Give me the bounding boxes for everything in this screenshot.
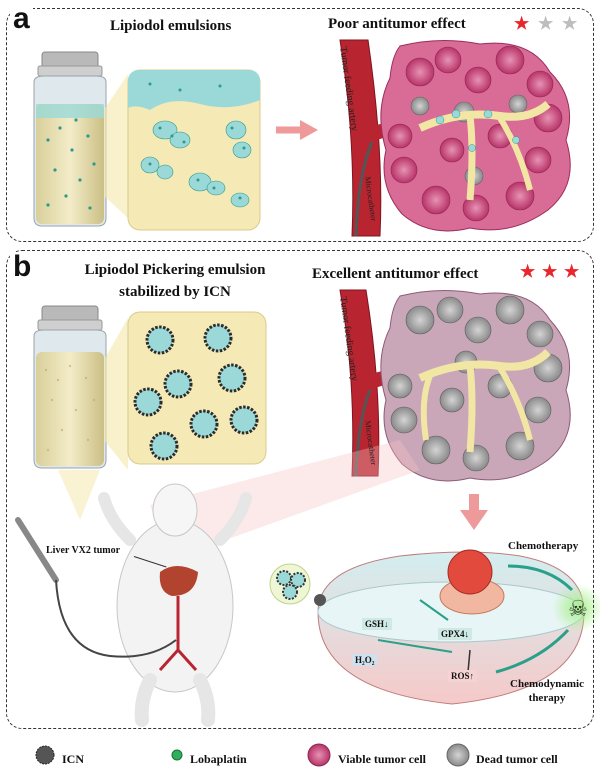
tumor-a [381, 40, 570, 230]
legend-icn: ICN [62, 752, 84, 767]
liver-tumor-label: Liver VX2 tumor [46, 545, 120, 556]
arrow-a-head [300, 120, 318, 140]
panel-b [6, 250, 594, 729]
panel-b-left-title-line1: Lipiodol Pickering emulsion [60, 262, 290, 279]
legend-dead: Dead tumor cell [476, 752, 558, 767]
chemotherapy-label: Chemotherapy [508, 540, 578, 552]
ros-label: ROS↑ [448, 670, 477, 682]
panel-b-right-title: Excellent antitumor effect [312, 266, 478, 283]
panel-b-left-title-line2: stabilized by ICN [60, 284, 290, 301]
chemodynamic-label-line1: Chemodynamic [510, 678, 584, 690]
legend: ICN Lobaplatin Viable tumor cell Dead tu… [0, 740, 600, 776]
emulsion-zoom-box [128, 70, 260, 230]
legend-lobaplatin: Lobaplatin [190, 752, 247, 767]
star-icon-red: ★ [520, 262, 535, 282]
chemodynamic-label-line2: therapy [510, 692, 584, 704]
star-icon-red: ★ [564, 262, 579, 282]
zoom-beam [104, 74, 128, 218]
legend-viable: Viable tumor cell [338, 752, 426, 767]
panel-b-label: b [10, 252, 34, 282]
h2o2-label: H₂O₂ [352, 654, 377, 666]
gsh-label: GSH↓ [362, 618, 392, 630]
star-icon-red: ★ [542, 262, 557, 282]
gpx4-label: GPX4↓ [438, 628, 472, 640]
vial-lipiodol-emulsion [34, 52, 106, 226]
